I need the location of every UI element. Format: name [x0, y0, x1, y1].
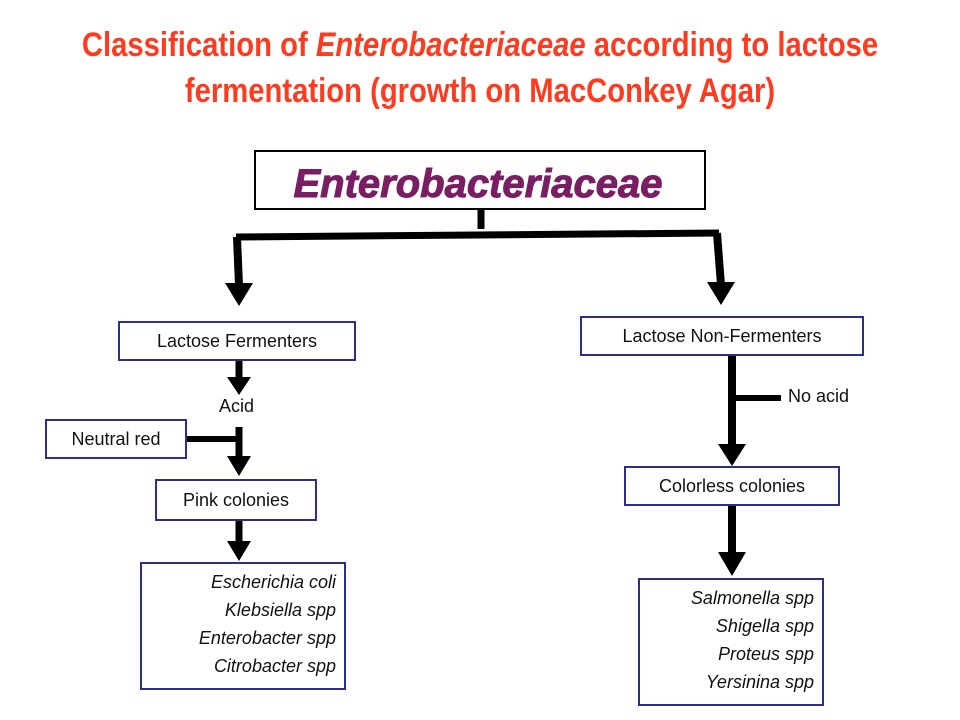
organism-item: Klebsiella spp — [224, 600, 336, 620]
right-colorless-arrowhead — [718, 444, 746, 466]
left-branch-shaft — [233, 236, 243, 287]
root-label-outline: Enterobacteriaceae — [293, 162, 662, 206]
colorless-colonies-label: Colorless colonies — [658, 475, 806, 496]
acid-label: Acid — [219, 396, 255, 416]
organism-item: Citrobacter spp — [213, 656, 336, 676]
branch-bar — [235, 229, 720, 241]
right-organism-arrowhead — [718, 552, 746, 576]
root-node: Enterobacteriaceae Enterobacteriaceae — [254, 150, 706, 210]
neutral-red-label: Neutral red — [71, 428, 161, 449]
non-fermenter-organisms-box: Salmonella spp Shigella spp Proteus spp … — [638, 578, 824, 706]
lactose-fermenters-label: Lactose Fermenters — [156, 330, 318, 351]
organism-item: Salmonella spp — [690, 588, 814, 608]
right-branch-arrowhead — [707, 282, 735, 305]
title-part-2: according to lactose — [585, 26, 879, 64]
neutral-red-box: Neutral red — [45, 419, 187, 459]
title-part-1: Classification of — [81, 26, 316, 64]
lactose-non-fermenters-label: Lactose Non-Fermenters — [622, 325, 822, 346]
root-label-art: Enterobacteriaceae Enterobacteriaceae — [292, 161, 664, 208]
organism-item: Escherichia coli — [210, 572, 336, 592]
left-organism-arrowhead — [227, 541, 251, 561]
pink-colonies-box: Pink colonies — [155, 479, 317, 521]
root-label: Enterobacteriaceae — [293, 162, 662, 206]
right-branch-shaft — [713, 232, 725, 286]
organism-item: Shigella spp — [715, 616, 814, 636]
title-line-2: fermentation (growth on MacConkey Agar) — [184, 72, 776, 110]
organism-item: Enterobacter spp — [198, 628, 336, 648]
pink-colonies-label: Pink colonies — [182, 489, 290, 510]
organism-item: Proteus spp — [717, 644, 814, 664]
organism-item: Yersinina spp — [705, 672, 814, 692]
left-pink-arrowhead — [227, 456, 251, 476]
left-branch-arrowhead — [225, 283, 253, 306]
title-line-1: Classification of Enterobacteriaceae acc… — [67, 22, 893, 68]
page-title: Classification of Enterobacteriaceae acc… — [67, 22, 893, 114]
left-acid-arrowhead — [227, 377, 251, 395]
fermenter-organisms-box: Escherichia coli Klebsiella spp Enteroba… — [140, 562, 346, 690]
no-acid-label: No acid — [788, 386, 850, 406]
lactose-fermenters-box: Lactose Fermenters — [118, 321, 356, 361]
colorless-colonies-box: Colorless colonies — [624, 466, 840, 506]
lactose-non-fermenters-box: Lactose Non-Fermenters — [580, 316, 864, 356]
title-italic: Enterobacteriaceae — [315, 26, 586, 64]
